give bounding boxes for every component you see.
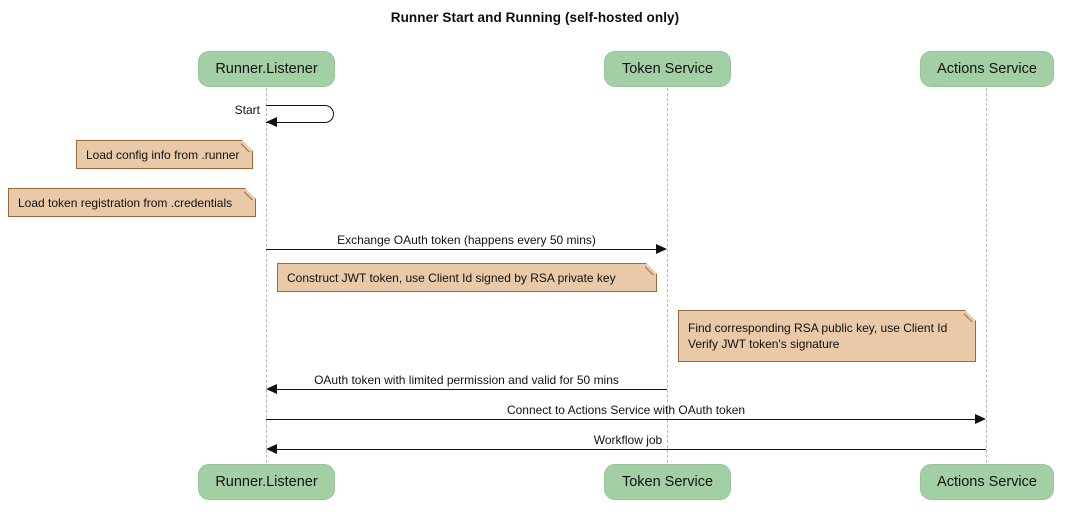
participant-label: Actions Service: [937, 474, 1037, 490]
page-title: Runner Start and Running (self-hosted on…: [390, 10, 680, 25]
message-line-connect-actions: [266, 419, 975, 420]
message-arrowhead-oauth-token-return: [266, 384, 277, 394]
note-construct-jwt: Construct JWT token, use Client Id signe…: [277, 263, 657, 292]
participant-label: Runner.Listener: [215, 474, 318, 490]
message-arrowhead-exchange-oauth: [656, 244, 667, 254]
participant-runner-bottom[interactable]: Runner.Listener: [198, 464, 335, 500]
participant-label: Runner.Listener: [215, 61, 318, 77]
participant-token-top[interactable]: Token Service: [604, 51, 731, 87]
note-fold-edge-icon: [964, 310, 976, 322]
note-text: Load config info from .runner: [86, 147, 240, 162]
note-fold-edge-icon: [241, 140, 253, 152]
self-message-loop-start: [266, 105, 334, 123]
participant-label: Token Service: [621, 474, 714, 490]
participant-actions-bottom[interactable]: Actions Service: [920, 464, 1054, 500]
message-line-oauth-token-return: [277, 389, 667, 390]
note-text: Construct JWT token, use Client Id signe…: [287, 270, 616, 285]
participant-actions-top[interactable]: Actions Service: [920, 51, 1054, 87]
note-fold-edge-icon: [645, 263, 657, 275]
participant-runner-top[interactable]: Runner.Listener: [198, 51, 335, 87]
note-text: Find corresponding RSA public key, use C…: [688, 321, 948, 351]
note-verify-jwt: Find corresponding RSA public key, use C…: [678, 310, 976, 362]
participant-token-bottom[interactable]: Token Service: [604, 464, 731, 500]
message-arrowhead-connect-actions: [975, 414, 986, 424]
note-load-config: Load config info from .runner: [76, 140, 253, 169]
message-label-exchange-oauth: Exchange OAuth token (happens every 50 m…: [337, 233, 596, 247]
lifeline-actions: [986, 88, 987, 463]
message-arrowhead-workflow-job: [266, 444, 277, 454]
self-message-arrowhead-start: [266, 117, 277, 127]
participant-label: Token Service: [621, 61, 714, 77]
message-label-workflow-job: Workflow job: [593, 433, 663, 447]
self-message-label-start: Start: [234, 103, 260, 117]
lifeline-runner: [266, 88, 267, 463]
message-label-connect-actions: Connect to Actions Service with OAuth to…: [506, 403, 746, 417]
note-fold-edge-icon: [244, 188, 256, 200]
message-line-exchange-oauth: [266, 249, 656, 250]
message-label-oauth-token-return: OAuth token with limited permission and …: [314, 373, 619, 387]
participant-label: Actions Service: [937, 61, 1037, 77]
message-line-workflow-job: [277, 449, 986, 450]
lifeline-token: [667, 88, 668, 463]
note-text: Load token registration from .credential…: [18, 195, 233, 210]
note-load-token-registration: Load token registration from .credential…: [8, 188, 256, 217]
